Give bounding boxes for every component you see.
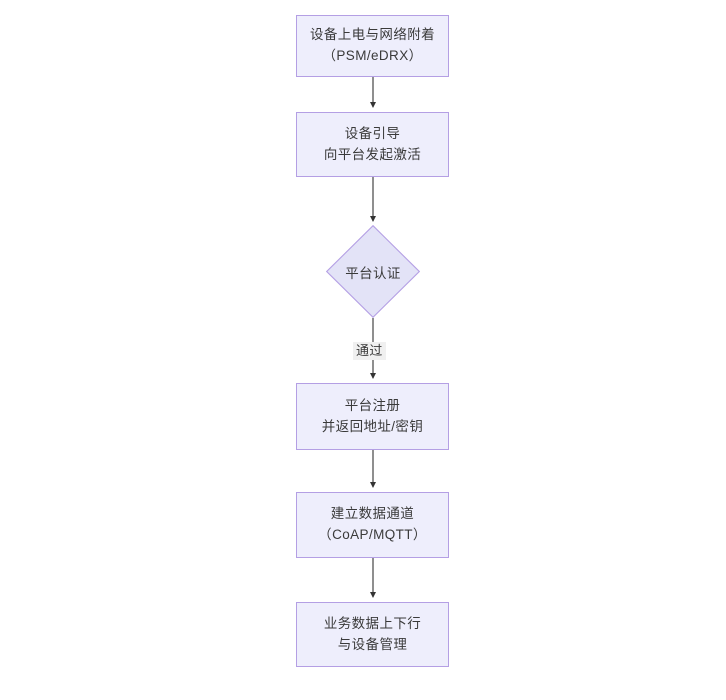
node-label-line1: 设备上电与网络附着 bbox=[309, 27, 436, 43]
node-label-line2: （PSM/eDRX） bbox=[322, 48, 423, 63]
edge-label-pass: 通过 bbox=[353, 342, 386, 361]
node-label-line2: 向平台发起激活 bbox=[323, 146, 422, 162]
node-business-data-and-device-management[interactable]: 业务数据上下行 与设备管理 bbox=[296, 602, 449, 667]
node-label: 平台认证 bbox=[345, 265, 401, 281]
node-device-power-on[interactable]: 设备上电与网络附着 （PSM/eDRX） bbox=[296, 15, 449, 77]
node-label-line1: 建立数据通道 bbox=[330, 506, 415, 522]
node-platform-authentication[interactable]: 平台认证 bbox=[326, 225, 420, 318]
node-label-line2: 与设备管理 bbox=[337, 636, 408, 652]
node-label-line1: 平台注册 bbox=[344, 397, 401, 413]
node-platform-registration[interactable]: 平台注册 并返回地址/密钥 bbox=[296, 383, 449, 450]
node-label-line1: 业务数据上下行 bbox=[323, 615, 422, 631]
diamond-shape bbox=[326, 225, 420, 318]
node-label-line2: 并返回地址/密钥 bbox=[321, 418, 424, 434]
node-label-line1: 设备引导 bbox=[344, 125, 401, 141]
node-device-bootstrap[interactable]: 设备引导 向平台发起激活 bbox=[296, 112, 449, 177]
node-label-line2: （CoAP/MQTT） bbox=[318, 527, 427, 542]
node-establish-data-channel[interactable]: 建立数据通道 （CoAP/MQTT） bbox=[296, 492, 449, 558]
